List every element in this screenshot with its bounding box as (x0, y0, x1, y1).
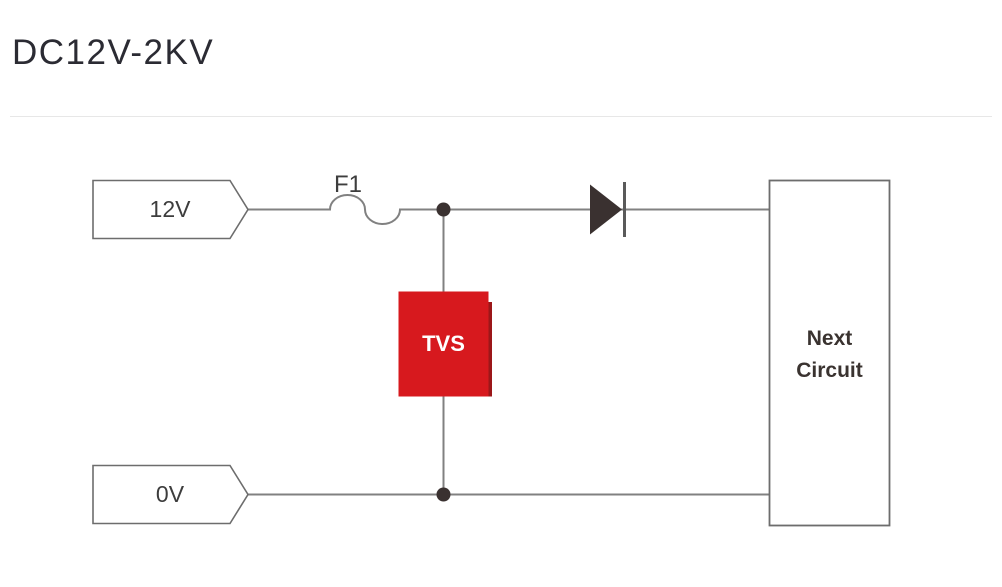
tvs-component: TVS (398, 291, 492, 397)
page-title: DC12V-2KV (12, 33, 215, 72)
wire-top-rail (248, 194, 770, 225)
tvs-box (398, 291, 489, 397)
input-terminal-0v: 0V (92, 464, 249, 525)
diode-icon (590, 182, 626, 237)
next-circuit-label-line1: Next (807, 327, 853, 350)
input-terminal-12v: 12V (92, 179, 249, 240)
fuse-label: F1 (334, 171, 362, 198)
junction-dot-bottom (436, 487, 451, 502)
diode-anode-triangle (590, 184, 622, 235)
tvs-box-shadow (488, 302, 492, 397)
input-terminal-12v-shape (92, 179, 249, 240)
tvs-label: TVS (422, 331, 465, 356)
next-circuit-label-line2: Circuit (796, 359, 863, 382)
junction-dot-top (436, 202, 451, 217)
input-terminal-0v-shape (92, 464, 249, 525)
next-circuit-box (768, 179, 891, 527)
next-circuit-block: Next Circuit (768, 179, 891, 527)
input-terminal-0v-label: 0V (156, 481, 185, 507)
divider-line (10, 116, 992, 117)
input-terminal-12v-label: 12V (150, 196, 192, 222)
